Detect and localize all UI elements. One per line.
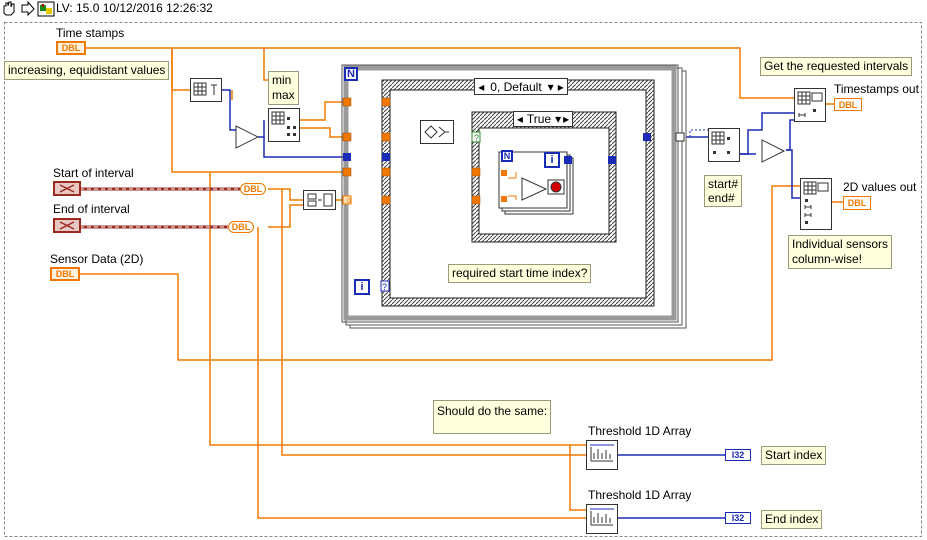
- threshold-array-1-node: [586, 440, 618, 470]
- start-interval-terminal[interactable]: [53, 181, 81, 196]
- increasing-comment: increasing, equidistant values: [4, 61, 170, 80]
- version-label: LV: 15.0 10/12/2016 12:26:32: [56, 1, 213, 15]
- compare-node: [761, 139, 786, 163]
- decrement-node: [235, 125, 260, 149]
- for-loop-count-terminal: N: [344, 67, 358, 81]
- values-out-terminal[interactable]: DBL: [843, 196, 871, 210]
- while-count-terminal: N: [501, 150, 513, 162]
- start-end-comment: start# end#: [704, 175, 743, 207]
- vi-icon[interactable]: [37, 1, 55, 17]
- case-outer-left-arrow[interactable]: ◂: [478, 79, 485, 94]
- should-do-same-comment: Should do the same:: [433, 400, 552, 434]
- case-inner-dropdown-icon[interactable]: ▾: [555, 112, 562, 126]
- case-inner-left-arrow[interactable]: ◂: [516, 112, 523, 126]
- threshold-1-label: Threshold 1D Array: [588, 424, 692, 438]
- case-outer-right-arrow[interactable]: ▸: [557, 79, 564, 94]
- svg-text:?: ?: [474, 133, 479, 143]
- start-index-label: Start index: [761, 446, 827, 465]
- case-inner-selector[interactable]: ◂ True ▾ ▸: [513, 111, 573, 127]
- array-min-max-node: [268, 108, 300, 142]
- svg-text:?: ?: [382, 282, 387, 292]
- timestamps-out-terminal[interactable]: DBL: [834, 98, 862, 111]
- select-node: [420, 120, 454, 144]
- sensor-data-terminal[interactable]: DBL: [50, 267, 80, 281]
- threshold-array-2-node: [586, 504, 618, 534]
- individual-sensors-comment: Individual sensors column-wise!: [788, 235, 893, 269]
- end-index-label: End index: [761, 510, 823, 529]
- start-unbundle-dbl: DBL: [240, 183, 266, 195]
- array-size-node: [190, 78, 222, 102]
- stop-condition-icon: [547, 179, 565, 195]
- diagram-border: [4, 22, 922, 537]
- threshold-2-label: Threshold 1D Array: [588, 488, 692, 502]
- max-label: max: [272, 88, 295, 102]
- start-index-terminal[interactable]: I32: [725, 449, 751, 461]
- case-inner-right-arrow[interactable]: ▸: [563, 112, 570, 126]
- case-inner-label: True: [526, 112, 552, 126]
- sensor-data-label: Sensor Data (2D): [50, 252, 144, 266]
- individual-sensors-line-2: column-wise!: [792, 252, 863, 266]
- case-outer-selector[interactable]: ◂ 0, Default ▾ ▸: [474, 78, 568, 95]
- individual-sensors-line-1: Individual sensors: [792, 237, 889, 251]
- end-interval-terminal[interactable]: [53, 218, 81, 233]
- min-label: min: [272, 73, 292, 87]
- index-array-node: [708, 128, 740, 162]
- required-start-comment: required start time index?: [448, 264, 592, 283]
- min-max-comment: min max: [268, 71, 299, 105]
- svg-text:0: 0: [347, 198, 351, 205]
- array-subset-values-node: [800, 178, 832, 230]
- hand-icon[interactable]: [3, 1, 15, 16]
- time-stamps-terminal[interactable]: DBL: [56, 41, 86, 55]
- values-out-label: 2D values out: [843, 180, 917, 194]
- array-subset-timestamps-node: [794, 88, 826, 122]
- end-index-terminal[interactable]: I32: [725, 512, 751, 524]
- case-outer-label: 0, Default: [490, 79, 542, 94]
- case-outer-dropdown-icon[interactable]: ▾: [547, 79, 554, 94]
- get-intervals-comment: Get the requested intervals: [760, 57, 913, 76]
- start-hash-label: start#: [708, 177, 739, 191]
- end-interval-label: End of interval: [53, 202, 130, 216]
- end-hash-label: end#: [708, 191, 735, 205]
- while-iteration-terminal: i: [544, 152, 560, 168]
- end-unbundle-dbl: DBL: [228, 221, 254, 233]
- bundle-node: [303, 190, 336, 210]
- time-stamps-label: Time stamps: [56, 26, 125, 40]
- greater-than-node: [508, 172, 548, 201]
- timestamps-out-label: Timestamps out: [834, 82, 919, 96]
- step-icon[interactable]: [21, 0, 35, 17]
- start-interval-label: Start of interval: [53, 166, 134, 180]
- for-loop-iteration-terminal: i: [354, 279, 370, 295]
